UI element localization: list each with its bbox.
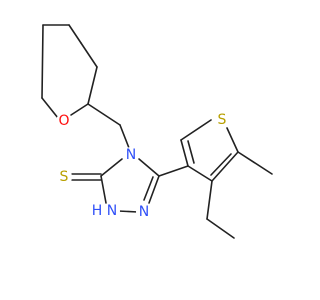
- atom-o: O: [56, 113, 72, 129]
- atom-s-thioxo: S: [56, 169, 72, 185]
- bond-triazole-thiophene: [158, 165, 189, 177]
- thiophene-ring: [180, 119, 239, 182]
- bond-c3-n-h: [100, 175, 107, 204]
- bond-thf-c3-c4: [80, 42, 98, 68]
- bond-thf-c4-c5: [87, 66, 98, 105]
- triazole-ring: [100, 158, 160, 213]
- bond-th-c3-c2: [180, 139, 189, 167]
- bond-nh-n2: [117, 210, 139, 213]
- bond-n2-c5: [148, 175, 160, 204]
- atom-s-thiophene: S: [214, 112, 230, 128]
- bond-ethyl-ch2: [206, 180, 213, 220]
- bond-n4-c3: [100, 158, 123, 177]
- atom-h: H: [90, 203, 104, 219]
- atom-o-label: O: [58, 113, 69, 129]
- atom-n-h: N: [104, 203, 120, 219]
- atom-n2-label: N: [139, 204, 149, 220]
- atom-s-thioxo-label: S: [60, 169, 69, 185]
- bond-ch2-n4: [119, 124, 130, 149]
- atom-s-thiophene-label: S: [218, 112, 227, 128]
- atom-n-h-label: N: [107, 203, 117, 219]
- bond-thf-c6-c1: [41, 24, 44, 99]
- bond-th-c2-s: [180, 119, 212, 141]
- bond-th-c5-c4-double: [210, 153, 232, 176]
- bond-thf-o-c6: [41, 97, 59, 119]
- tetrahydrofuran-ring: [41, 24, 98, 119]
- bond-n2-c5-double: [143, 176, 154, 201]
- atom-n4-label: N: [126, 147, 136, 163]
- atom-h-label: H: [92, 203, 103, 219]
- molecule-structure: O S N N H N S: [41, 24, 273, 239]
- bond-methyl: [237, 151, 273, 175]
- bond-thf-c2-c3: [68, 24, 82, 44]
- bond-th-c5-c4: [211, 151, 239, 182]
- bond-th-c3-c2-double: [187, 140, 195, 164]
- bond-th-c4-c3: [187, 165, 213, 182]
- atom-n2: N: [136, 204, 152, 220]
- bond-c5-n4: [138, 158, 160, 177]
- bond-th-s-c5: [226, 127, 239, 153]
- bond-ethyl-ch3: [206, 218, 235, 239]
- atom-n4: N: [123, 147, 139, 163]
- bond-thf-ch2: [87, 103, 121, 126]
- bond-thf-c5-o: [70, 103, 89, 116]
